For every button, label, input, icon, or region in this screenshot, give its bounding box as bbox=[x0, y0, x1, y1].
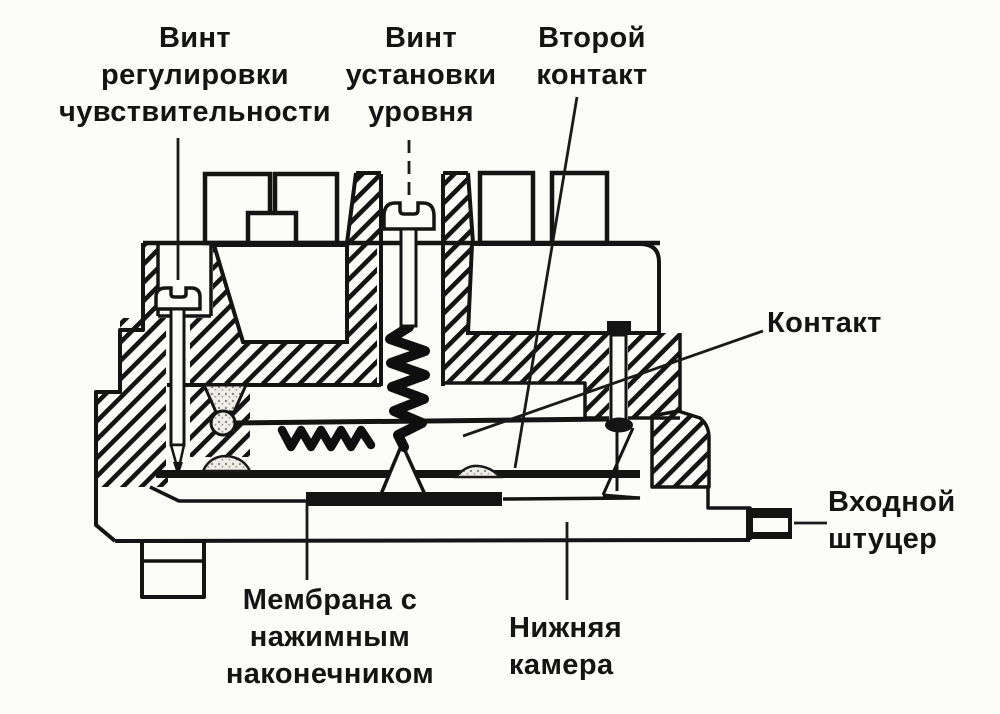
base-bottom-edge bbox=[114, 538, 751, 543]
terminal-block-4 bbox=[549, 170, 610, 246]
right-flange-section bbox=[652, 411, 709, 487]
label-sensitivity-screw: Винт регулировки чувствительности bbox=[58, 22, 332, 128]
leader-contact bbox=[462, 329, 764, 438]
left-outer-profile bbox=[94, 243, 145, 543]
leader-second-contact bbox=[513, 96, 579, 469]
label-inlet-fitting: Входной штуцер bbox=[828, 486, 956, 555]
pressure-pad bbox=[306, 492, 502, 506]
tower-tops bbox=[345, 171, 475, 244]
level-screw-head bbox=[382, 201, 436, 231]
label-second-contact: Второй контакт bbox=[536, 22, 648, 91]
right-body-section bbox=[443, 333, 680, 418]
label-level-screw: Винт установки уровня bbox=[345, 22, 497, 128]
tower-right-column bbox=[443, 173, 473, 243]
membrane-mound-right bbox=[453, 464, 503, 479]
level-spring bbox=[385, 322, 430, 452]
cavities bbox=[158, 174, 661, 475]
membrane-mound-left bbox=[201, 454, 253, 473]
terminal-step-fill bbox=[248, 213, 296, 243]
pivot-bracket bbox=[201, 383, 249, 414]
leader-lines bbox=[176, 96, 827, 600]
sensitivity-screw-head bbox=[154, 286, 202, 311]
right-cavity bbox=[465, 242, 661, 335]
inlet-fitting-bore bbox=[753, 518, 788, 532]
mechanism bbox=[154, 201, 640, 506]
terminal-step bbox=[245, 210, 299, 244]
pivot-ball bbox=[209, 409, 237, 437]
label-membrane: Мембрана с нажимным наконечником bbox=[225, 584, 435, 690]
label-contact: Контакт bbox=[767, 307, 882, 339]
contact-rod-cap bbox=[607, 321, 631, 335]
screw-channel-walls bbox=[379, 174, 445, 386]
right-flange-outline bbox=[650, 409, 711, 489]
right-body-bottom bbox=[443, 381, 680, 420]
chamber-floor-right bbox=[502, 496, 641, 501]
inlet-fitting bbox=[746, 508, 792, 539]
level-screw-stem bbox=[399, 227, 418, 328]
right-base-step bbox=[706, 485, 752, 540]
terminal-blocks bbox=[202, 170, 610, 246]
chamber-floor-left bbox=[149, 485, 306, 503]
sensitivity-screw-tip bbox=[173, 462, 183, 477]
contact-tip bbox=[605, 417, 633, 433]
label-lower-chamber: Нижняя камера bbox=[509, 612, 623, 681]
sensitivity-screw-stem bbox=[169, 307, 186, 447]
mounting-foot bbox=[140, 539, 206, 599]
contact-post bbox=[601, 427, 641, 500]
lever-spring bbox=[277, 425, 376, 452]
housing-outlines bbox=[94, 171, 752, 599]
terminal-block-3 bbox=[477, 170, 536, 246]
